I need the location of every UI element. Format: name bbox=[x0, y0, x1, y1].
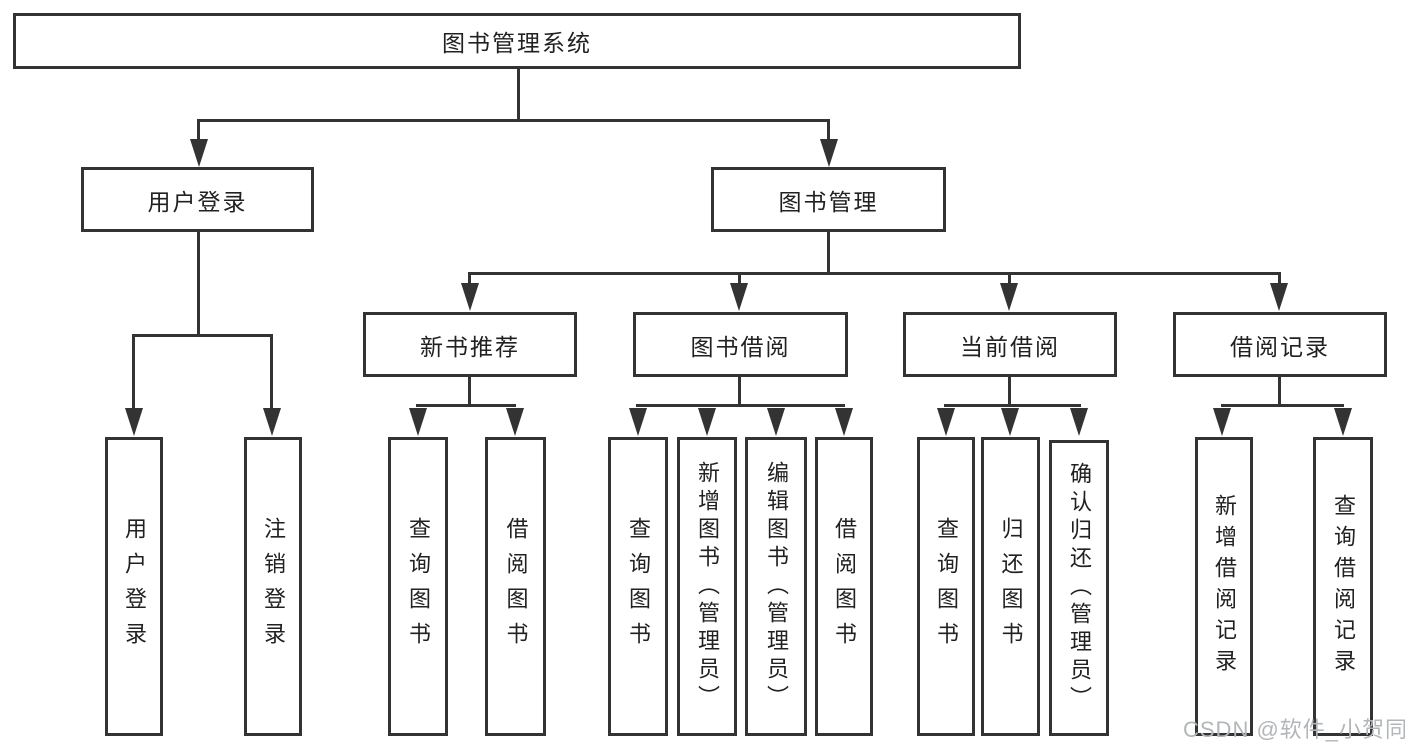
node-label: 确认归还（管理员） bbox=[1067, 462, 1092, 714]
leaf-borrow-books: 借阅图书 bbox=[815, 437, 873, 736]
arrowhead-down-icon bbox=[1000, 283, 1018, 311]
connector-line bbox=[197, 232, 200, 335]
connector-line bbox=[468, 275, 471, 284]
leaf-query-borrow-record: 查询借阅记录 bbox=[1313, 437, 1373, 736]
connector-line bbox=[738, 275, 741, 284]
node-book-management: 图书管理 bbox=[711, 167, 946, 232]
leaf-edit-books-admin: 编辑图书（管理员） bbox=[745, 437, 807, 736]
arrowhead-down-icon bbox=[937, 408, 955, 436]
leaf-query-books-borrow: 查询图书 bbox=[608, 437, 668, 736]
connector-line bbox=[197, 122, 200, 140]
connector-line bbox=[1278, 377, 1281, 404]
node-label: 查询借阅记录 bbox=[1331, 493, 1356, 680]
arrowhead-down-icon bbox=[125, 408, 143, 436]
node-user-login: 用户登录 bbox=[81, 167, 314, 232]
connector-line bbox=[827, 122, 830, 140]
node-label: 新增图书（管理员） bbox=[695, 460, 720, 713]
node-label: 归还图书 bbox=[998, 516, 1024, 657]
leaf-user-login: 用户登录 bbox=[105, 437, 163, 736]
node-book-borrow: 图书借阅 bbox=[633, 312, 848, 377]
arrowhead-down-icon bbox=[1001, 408, 1019, 436]
arrowhead-down-icon bbox=[698, 408, 716, 436]
node-label: 图书管理系统 bbox=[442, 30, 592, 56]
arrowhead-down-icon bbox=[409, 408, 427, 436]
connector-line bbox=[827, 232, 830, 272]
connector-line bbox=[738, 377, 741, 404]
node-label: 用户登录 bbox=[147, 188, 248, 215]
connector-line bbox=[1278, 275, 1281, 284]
node-label: 查询图书 bbox=[626, 516, 651, 657]
node-root-system: 图书管理系统 bbox=[13, 13, 1021, 69]
leaf-logout: 注销登录 bbox=[244, 437, 302, 736]
node-label: 借阅记录 bbox=[1230, 333, 1330, 360]
arrowhead-down-icon bbox=[263, 408, 281, 436]
arrowhead-down-icon bbox=[820, 139, 838, 167]
connector-line bbox=[270, 337, 273, 408]
connector-line bbox=[468, 377, 471, 404]
node-label: 用户登录 bbox=[122, 516, 147, 657]
node-label: 注销登录 bbox=[261, 516, 286, 657]
arrowhead-down-icon bbox=[767, 408, 785, 436]
csdn-watermark: CSDN @软件_小贺同学 bbox=[1183, 717, 1405, 742]
node-label: 查询图书 bbox=[406, 516, 431, 657]
connector-line bbox=[416, 404, 516, 407]
leaf-confirm-return-admin: 确认归还（管理员） bbox=[1049, 440, 1109, 736]
connector-line bbox=[197, 119, 830, 122]
arrowhead-down-icon bbox=[506, 408, 524, 436]
arrowhead-down-icon bbox=[1334, 408, 1352, 436]
connector-line bbox=[1221, 404, 1344, 407]
node-label: 借阅图书 bbox=[503, 516, 529, 657]
node-label: 新书推荐 bbox=[420, 333, 520, 360]
arrowhead-down-icon bbox=[190, 139, 208, 167]
leaf-query-books-current: 查询图书 bbox=[917, 437, 975, 736]
connector-line bbox=[132, 337, 135, 408]
node-label: 查询图书 bbox=[934, 516, 959, 657]
arrowhead-down-icon bbox=[1270, 283, 1288, 311]
connector-line bbox=[1008, 275, 1011, 284]
node-new-book-recommend: 新书推荐 bbox=[363, 312, 577, 377]
leaf-add-borrow-record: 新增借阅记录 bbox=[1195, 437, 1253, 736]
arrowhead-down-icon bbox=[730, 283, 748, 311]
connector-line bbox=[944, 404, 1081, 407]
node-label: 借阅图书 bbox=[832, 516, 857, 657]
leaf-return-books: 归还图书 bbox=[981, 437, 1040, 736]
node-borrow-records: 借阅记录 bbox=[1173, 312, 1387, 377]
node-label: 图书管理 bbox=[778, 188, 879, 215]
connector-line bbox=[636, 404, 845, 407]
node-label: 编辑图书（管理员） bbox=[764, 460, 789, 713]
arrowhead-down-icon bbox=[1213, 408, 1231, 436]
node-label: 新增借阅记录 bbox=[1212, 493, 1237, 680]
arrowhead-down-icon bbox=[461, 283, 479, 311]
node-label: 图书借阅 bbox=[690, 333, 791, 360]
arrowhead-down-icon bbox=[1070, 408, 1088, 436]
leaf-add-books-admin: 新增图书（管理员） bbox=[677, 437, 737, 736]
node-current-borrow: 当前借阅 bbox=[903, 312, 1117, 377]
leaf-query-books-recommend: 查询图书 bbox=[388, 437, 448, 736]
connector-line bbox=[468, 272, 1281, 275]
connector-line bbox=[517, 69, 520, 119]
arrowhead-down-icon bbox=[835, 408, 853, 436]
arrowhead-down-icon bbox=[629, 408, 647, 436]
leaf-borrow-books-recommend: 借阅图书 bbox=[485, 437, 546, 736]
connector-line bbox=[132, 334, 273, 337]
node-label: 当前借阅 bbox=[960, 333, 1060, 360]
connector-line bbox=[1008, 377, 1011, 404]
